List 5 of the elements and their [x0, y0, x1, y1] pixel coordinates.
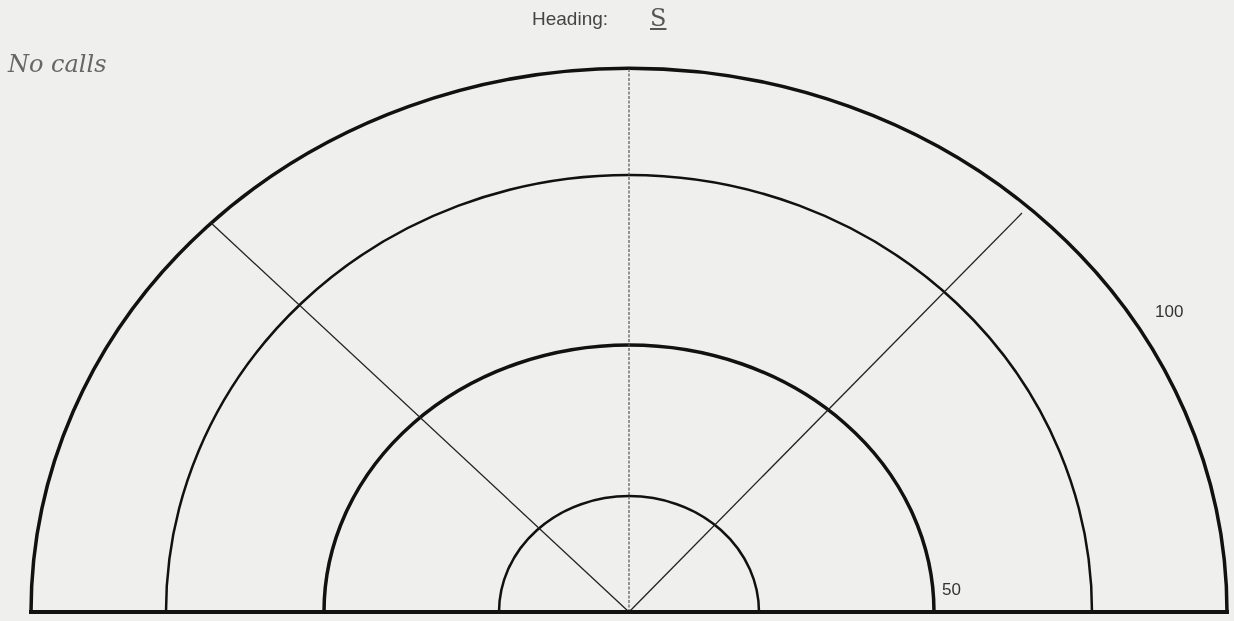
distance-label: 50 [942, 580, 961, 600]
handwritten-heading-value: S [650, 4, 667, 32]
handwritten-note: No calls [8, 50, 107, 78]
distance-label: 100 [1155, 302, 1184, 322]
heading-label: Heading: [532, 8, 609, 30]
